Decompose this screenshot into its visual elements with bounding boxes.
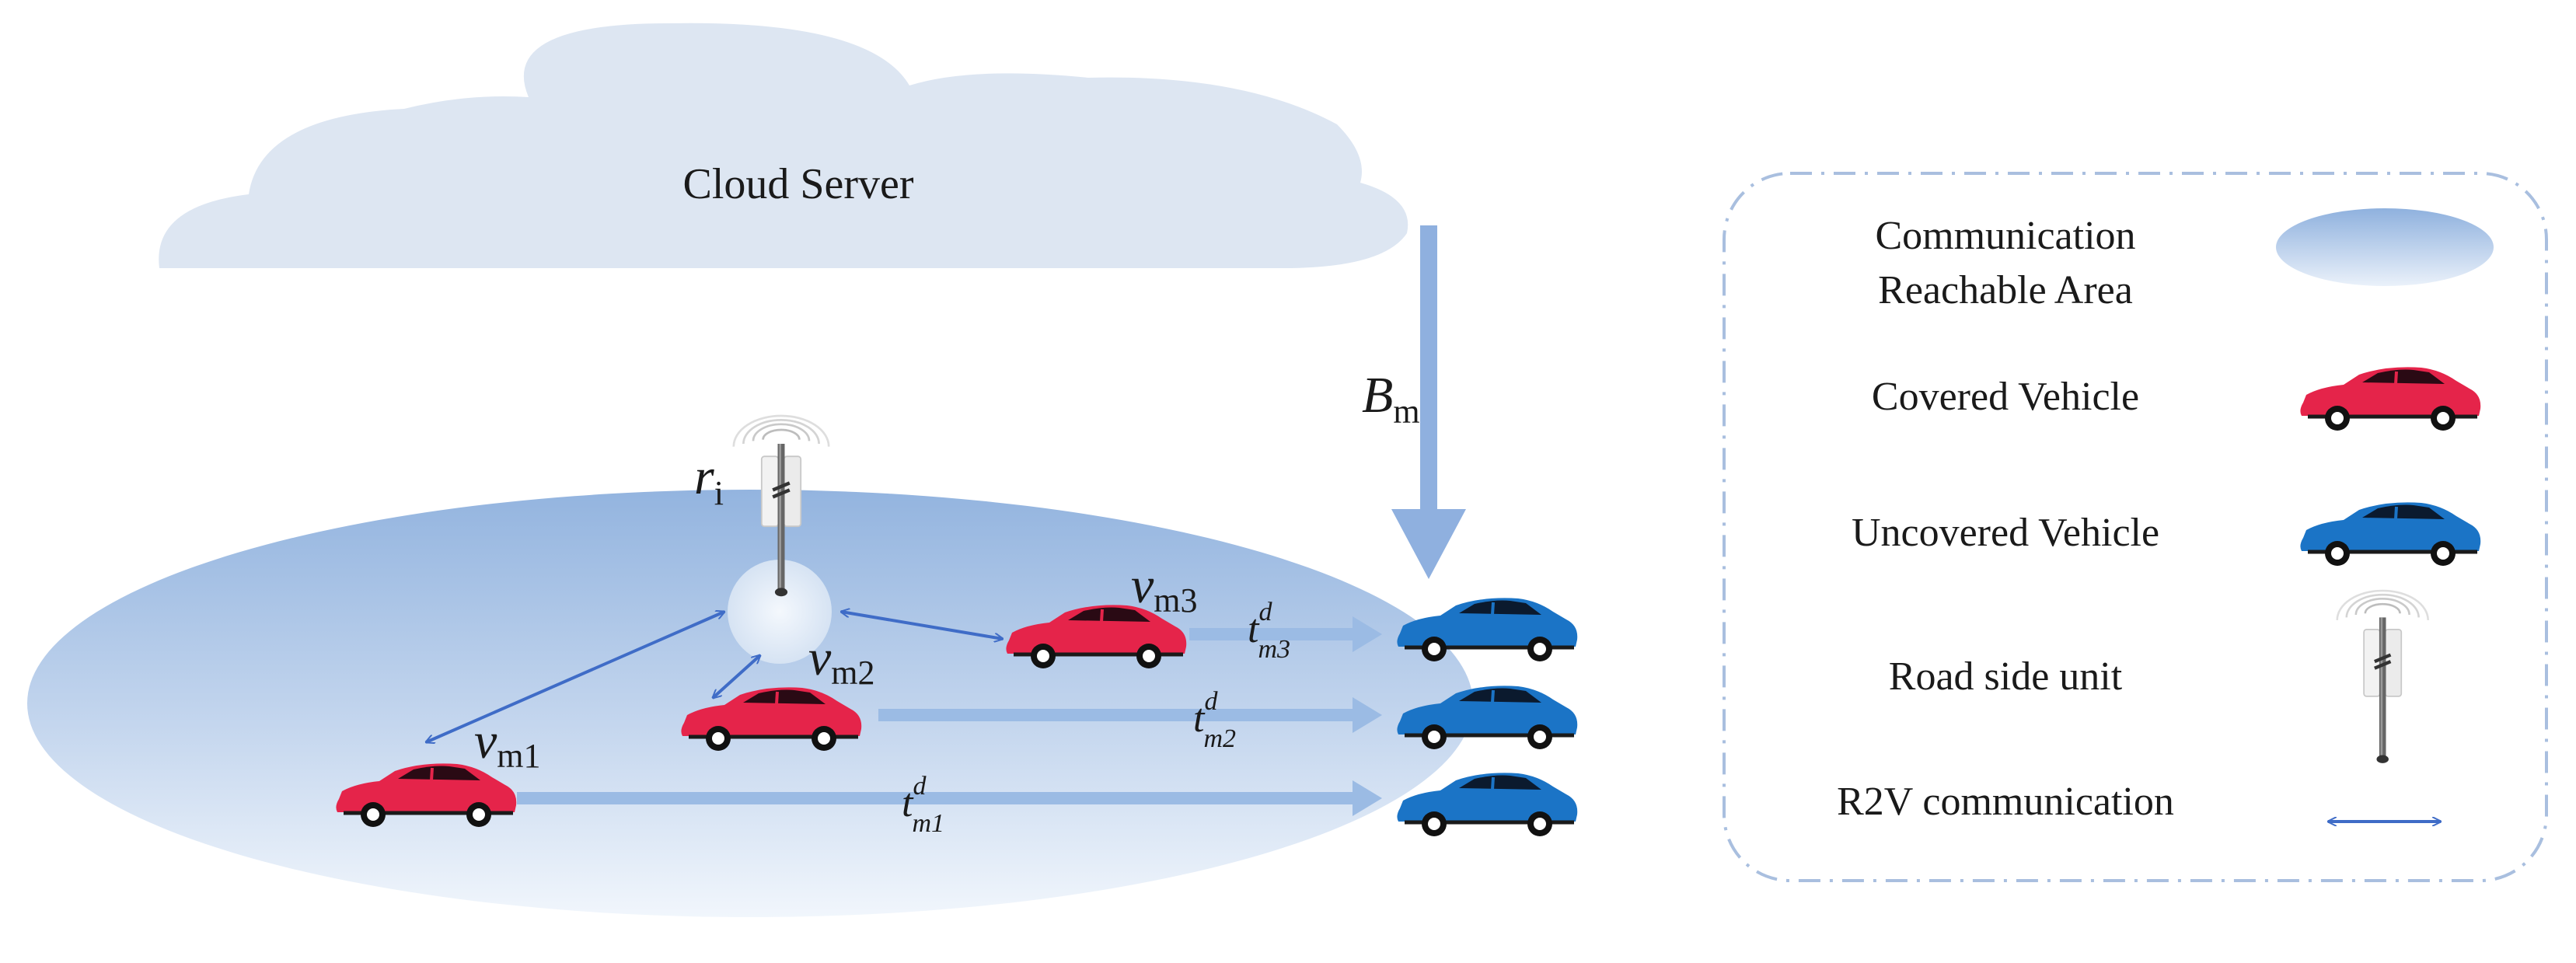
- legend-label-area-line1: Communication: [1875, 214, 2135, 258]
- delay-label-m3: td m3: [1248, 598, 1290, 664]
- backhaul-arrow: [1391, 225, 1466, 579]
- red-car-icon: [2300, 367, 2480, 431]
- vehicle-label-m3: vm3: [1131, 557, 1198, 619]
- vehicle-label-m2-sub: m2: [831, 654, 874, 692]
- vehicle-label-m1: vm1: [474, 713, 541, 775]
- vehicle-label-m1-main: v: [474, 713, 497, 769]
- delay-label-m2-main: t: [1193, 696, 1206, 741]
- uncovered-vehicle-3: [1397, 773, 1577, 836]
- delay-label-m3-sup: d: [1258, 598, 1272, 626]
- legend-label-covered: Covered Vehicle: [1872, 375, 2139, 419]
- legend-label-rsu: Road side unit: [1889, 654, 2123, 699]
- r2v-arrow-m2: [713, 655, 760, 698]
- delay-arrow-m1: [517, 780, 1382, 816]
- vehicle-label-m3-main: v: [1131, 557, 1154, 614]
- delay-label-m2: td m2: [1193, 687, 1236, 753]
- delay-arrow-m2: [878, 697, 1382, 733]
- backhaul-label-main: B: [1362, 367, 1393, 424]
- cloud-server-label: Cloud Server: [682, 160, 913, 208]
- delay-label-m2-sub: m2: [1203, 724, 1236, 753]
- area-ellipse-icon: [2276, 208, 2494, 286]
- legend-label-uncovered: Uncovered Vehicle: [1852, 511, 2159, 555]
- r2v-arrow-m3: [841, 612, 1003, 639]
- vehicle-label-m2: vm2: [808, 630, 875, 692]
- delay-label-m1-main: t: [902, 781, 914, 825]
- rsu-label: ri: [694, 448, 724, 512]
- backhaul-label-sub: m: [1393, 393, 1419, 431]
- delay-label-m1: td m1: [902, 772, 944, 838]
- backhaul-label: Bm: [1362, 367, 1420, 431]
- cloud-server: Cloud Server: [159, 23, 1408, 268]
- delay-arrow-m3: [1189, 616, 1382, 652]
- vehicle-label-m3-sub: m3: [1154, 581, 1197, 619]
- delay-label-m3-sub: m3: [1258, 635, 1290, 664]
- rsu-label-main: r: [694, 448, 714, 505]
- blue-car-icon: [2300, 502, 2480, 566]
- vehicle-label-m1-sub: m1: [497, 737, 540, 775]
- delay-label-m1-sup: d: [913, 772, 927, 801]
- cloud-shape: [159, 23, 1408, 268]
- vehicle-label-m2-main: v: [808, 630, 832, 686]
- delay-label-m3-main: t: [1248, 607, 1260, 651]
- rsu-antenna-icon: [2337, 591, 2428, 763]
- rsu-label-sub: i: [714, 474, 724, 512]
- delay-label-m2-sup: d: [1204, 687, 1218, 716]
- rsu-coverage-glow: [728, 560, 832, 664]
- legend-label-r2v: R2V communication: [1837, 780, 2174, 824]
- legend-label-area-line2: Reachable Area: [1878, 268, 2133, 312]
- legend-border: [1723, 172, 2548, 882]
- delay-label-m1-sub: m1: [912, 809, 944, 838]
- uncovered-vehicle-1: [1397, 598, 1577, 661]
- legend: Communication Reachable Area Covered Veh…: [1723, 172, 2548, 882]
- r2v-arrow-m1: [426, 612, 724, 742]
